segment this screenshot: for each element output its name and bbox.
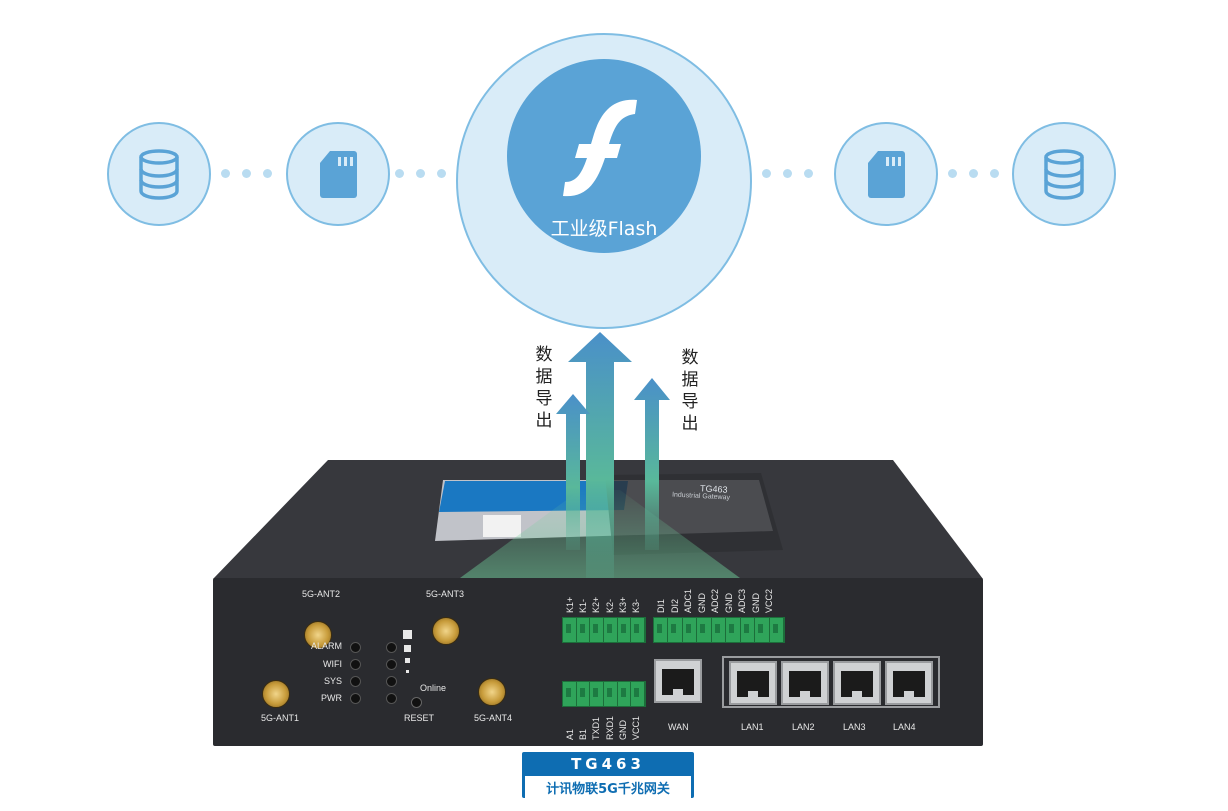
terminal-block-top-right	[653, 617, 785, 643]
terminal-pin-label: GND	[696, 593, 707, 613]
led-indicator	[350, 693, 361, 704]
led-indicator	[386, 676, 397, 687]
led-label-pwr: PWR	[321, 693, 342, 703]
database-icon	[139, 149, 179, 200]
terminal-pin-label: DI1	[656, 598, 666, 613]
reset-button[interactable]	[411, 697, 422, 708]
terminal-block-top-left	[562, 617, 646, 643]
terminal-pin-label: A1	[565, 728, 575, 740]
terminal-pin-label: K3-	[631, 598, 641, 613]
antenna-connector	[432, 617, 460, 645]
antenna-connector	[478, 678, 506, 706]
terminal-pin-label: RXD1	[604, 715, 615, 740]
connector-dots	[395, 169, 446, 178]
device-top-surface	[213, 460, 983, 579]
online-label: Online	[420, 683, 447, 693]
terminal-pin-label: K1-	[578, 598, 589, 613]
led-indicator	[350, 676, 361, 687]
terminal-pin-label: ADC1	[683, 588, 693, 613]
terminal-pin-label: K1+	[565, 596, 575, 613]
database-icon	[1044, 149, 1084, 200]
terminal-pin-label: K3+	[617, 596, 628, 613]
terminal-pin-label: GND	[750, 593, 761, 613]
product-badge: TG463 计讯物联5G千兆网关	[522, 752, 694, 799]
sd-circle-right	[834, 122, 938, 226]
led-indicator	[350, 659, 361, 670]
terminal-pin-label: TXD1	[591, 716, 602, 740]
led-indicator	[386, 642, 397, 653]
led-label-wifi: WIFI	[323, 659, 342, 669]
wan-port[interactable]	[654, 659, 702, 703]
port-label-lan1: LAN1	[741, 722, 764, 732]
lan2-port[interactable]	[781, 661, 829, 705]
led-indicator	[350, 642, 361, 653]
terminal-block-bottom	[562, 681, 646, 707]
badge-title: TG463	[571, 755, 645, 773]
reset-label: RESET	[404, 713, 435, 723]
antenna-label: 5G-ANT3	[426, 589, 465, 599]
lan-port-frame	[722, 656, 940, 708]
center-label: 工业级Flash	[550, 218, 658, 240]
signal-bars-icon	[401, 630, 413, 682]
data-export-text-left: 数据导出	[535, 345, 553, 431]
sd-card-icon	[320, 151, 357, 198]
connector-dots	[762, 169, 813, 178]
antenna-label: 5G-ANT4	[474, 713, 513, 723]
data-export-arrows	[460, 332, 740, 578]
lan4-port[interactable]	[885, 661, 933, 705]
terminal-pin-label: K2-	[604, 598, 615, 613]
antenna-label: 5G-ANT1	[261, 713, 300, 723]
antenna-connector	[262, 680, 290, 708]
terminal-pin-label: ADC3	[737, 588, 747, 613]
led-label-alarm: ALARM	[310, 641, 342, 651]
lan3-port[interactable]	[833, 661, 881, 705]
connector-dots	[221, 169, 272, 178]
sd-card-icon	[868, 151, 905, 198]
terminal-pin-label: GND	[617, 720, 628, 740]
terminal-pin-label: B1	[578, 728, 589, 740]
badge-subtitle: 计讯物联5G千兆网关	[525, 776, 691, 799]
terminal-pin-label: VCC2	[764, 588, 774, 613]
antenna-connector	[304, 621, 332, 649]
led-indicator	[386, 659, 397, 670]
database-circle-right	[1012, 122, 1116, 226]
antenna-label: 5G-ANT2	[302, 589, 341, 599]
terminal-pin-label: VCC1	[631, 715, 641, 740]
flash-icon	[563, 99, 637, 197]
connector-dots	[948, 169, 999, 178]
port-label-lan2: LAN2	[792, 722, 815, 732]
port-label-wan: WAN	[668, 722, 689, 732]
terminal-pin-label: DI2	[669, 598, 680, 613]
terminal-pin-label: K2+	[591, 596, 602, 613]
led-label-sys: SYS	[323, 676, 342, 686]
terminal-pin-label: ADC2	[710, 588, 720, 613]
data-export-text-right: 数据导出	[681, 348, 699, 434]
port-label-lan3: LAN3	[843, 722, 866, 732]
port-label-lan4: LAN4	[893, 722, 916, 732]
sd-circle-left	[286, 122, 390, 226]
terminal-pin-label: GND	[723, 593, 734, 613]
database-circle-left	[107, 122, 211, 226]
led-indicator	[386, 693, 397, 704]
lan1-port[interactable]	[729, 661, 777, 705]
